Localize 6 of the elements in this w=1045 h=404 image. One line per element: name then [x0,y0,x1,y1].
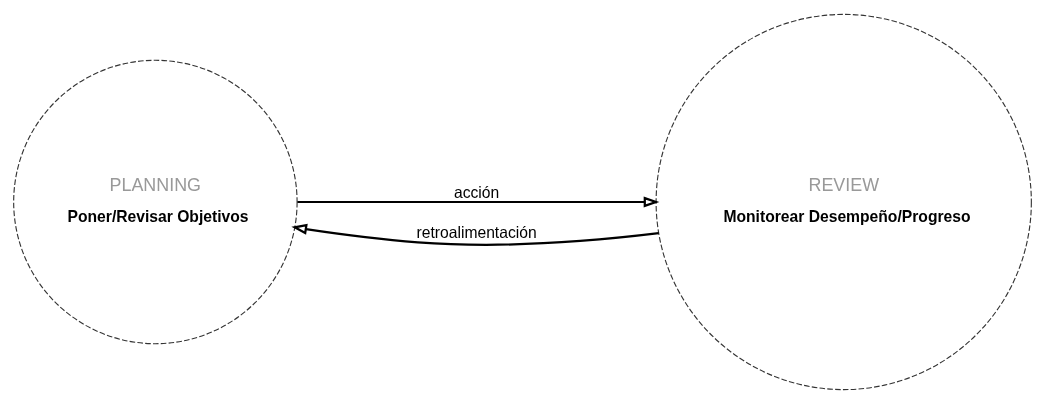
node-circle: REVIEW Monitorear Desempeño/Progreso [655,13,1032,391]
arrow [291,223,659,246]
edge-label: acción [453,183,500,201]
node-circle: PLANNING Poner/Revisar Objetivos [13,59,298,345]
edge-label: retroalimentación [416,224,537,242]
arrow [297,196,660,208]
